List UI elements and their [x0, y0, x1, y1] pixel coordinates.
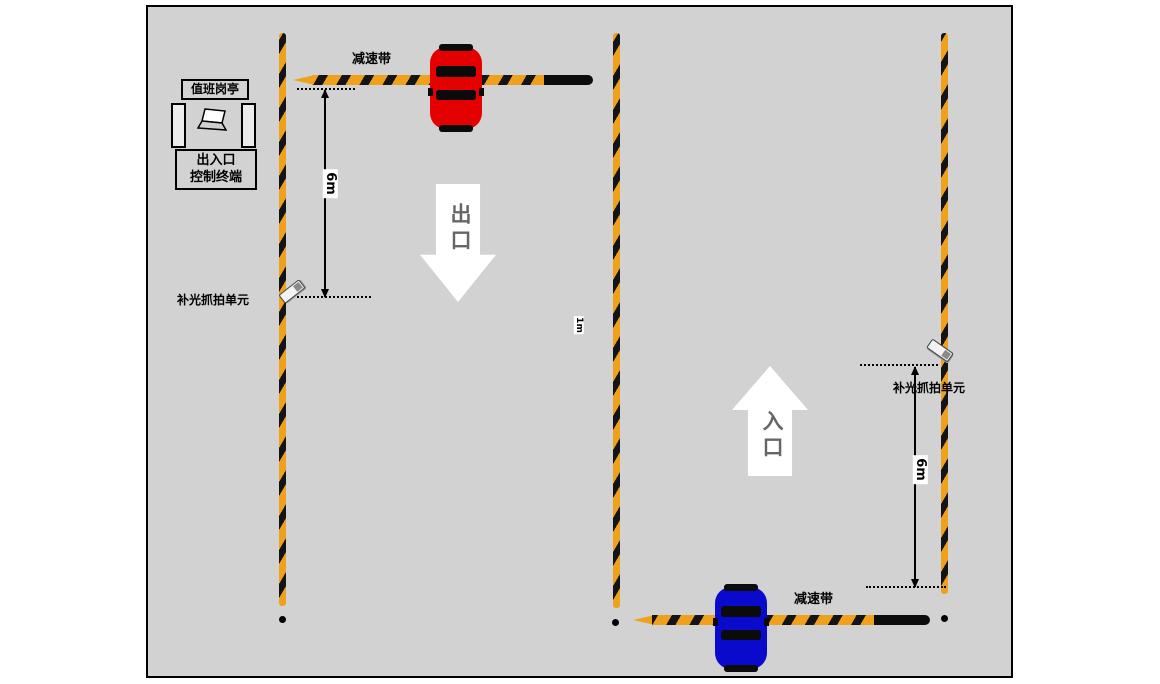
entrance-car: [712, 584, 770, 676]
lane-pole-right: [941, 33, 948, 594]
entrance-barrier-tip: [633, 615, 655, 625]
dimension-tick-bottom-right: [866, 586, 946, 588]
capture-camera-right-label: 补光抓拍单元: [893, 381, 966, 395]
pole-end-dot-right: [941, 615, 948, 622]
exit-barrier-body: [312, 75, 544, 85]
terminal-label-line2: 控制终端: [189, 169, 242, 185]
entrance-car-icon: [713, 584, 769, 672]
terminal-label-line1: 出入口: [196, 153, 236, 169]
booth-pillar-left: [171, 103, 186, 148]
exit-car: [427, 44, 485, 136]
island-width-label: 1m: [573, 316, 584, 334]
laptop-icon: [196, 108, 228, 131]
exit-car-icon: [428, 44, 484, 132]
parking-area-background: [146, 5, 1013, 678]
exit-barrier-end: [544, 75, 593, 85]
booth-pillar-right: [241, 103, 256, 148]
booth-title-box: 值班岗亭: [181, 79, 249, 100]
entrance-speed-bump-label: 减速带: [794, 592, 834, 607]
exit-barrier-tip: [293, 75, 315, 85]
terminal-label-box: 出入口 控制终端: [175, 149, 257, 190]
dimension-tick-bottom-left: [297, 296, 371, 298]
dimension-tick-top-right: [860, 364, 938, 366]
entrance-direction-text: 入口: [760, 410, 784, 462]
lane-pole-middle: [613, 33, 620, 608]
exit-direction-text: 出口: [448, 203, 472, 255]
exit-speed-bump-label: 减速带: [352, 52, 392, 67]
entrance-barrier-end: [874, 615, 930, 625]
pole-end-dot-middle: [612, 619, 619, 626]
capture-camera-left-label: 补光抓拍单元: [177, 293, 250, 307]
lane-pole-left: [279, 33, 286, 606]
dimension-label-left: 6m: [322, 169, 338, 198]
pole-end-dot-left: [279, 616, 286, 623]
dimension-label-right: 6m: [912, 455, 928, 484]
control-terminal-device: [195, 108, 233, 142]
